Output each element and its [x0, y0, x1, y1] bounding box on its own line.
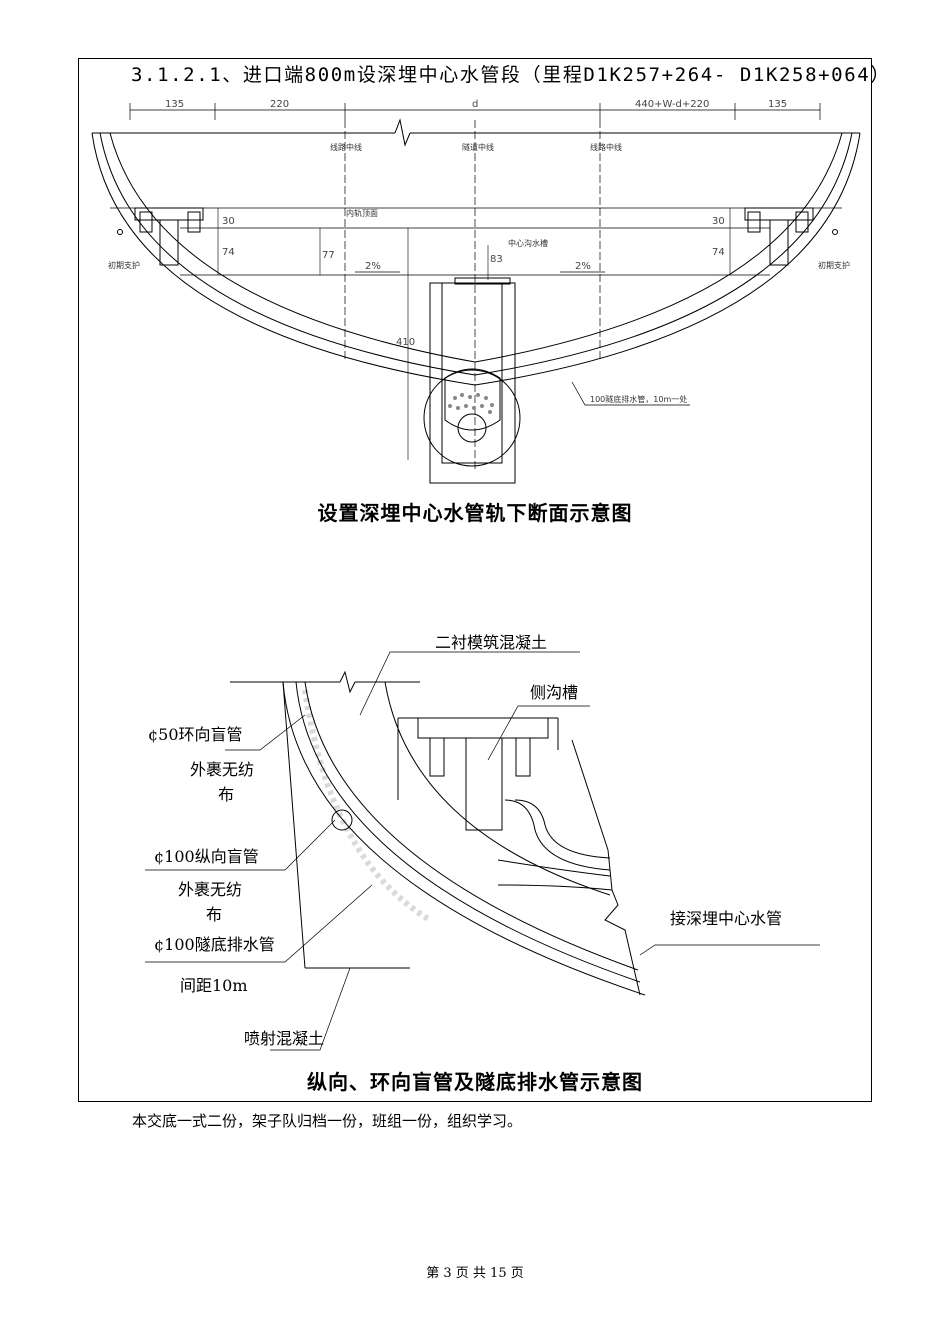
dim-220: 220 — [270, 99, 289, 110]
label-center-drain-groove: 中心沟水槽 — [508, 238, 548, 248]
label-shotcrete: 喷射混凝土 — [244, 1029, 324, 1048]
label-secondary-lining: 二衬模筑混凝土 — [435, 633, 547, 652]
label-tunnel-center: 隧道中线 — [462, 142, 494, 152]
label-ring-wrap-2: 布 — [218, 785, 234, 804]
section-heading: 3.1.2.1、进口端800m设深埋中心水管段（里程D1K257+264- D1… — [131, 64, 891, 86]
label-bottom-pipe: ¢100隧底排水管 — [154, 935, 275, 954]
label-long-blind-pipe: ¢100纵向盲管 — [154, 847, 259, 866]
dim-77: 77 — [322, 250, 335, 261]
diagram1-caption: 设置深埋中心水管轨下断面示意图 — [317, 501, 633, 525]
dim-74-left: 74 — [222, 247, 235, 258]
dim-410: 410 — [396, 337, 415, 348]
dim-30-left: 30 — [222, 216, 235, 227]
label-primary-support-right: 初期支护 — [818, 260, 850, 270]
dim-74-right: 74 — [712, 247, 725, 258]
label-ring-wrap: 外裹无纺 — [190, 760, 254, 779]
dim-d: d — [472, 99, 478, 110]
slope-left: 2% — [365, 261, 381, 272]
dim-440: 440+W-d+220 — [635, 99, 709, 110]
dim-135-right: 135 — [768, 99, 787, 110]
label-spacing: 间距10m — [180, 976, 248, 995]
label-line-center-left: 线路中线 — [330, 142, 362, 152]
label-side-ditch: 侧沟槽 — [530, 683, 578, 702]
label-long-wrap-2: 布 — [206, 905, 222, 924]
slope-right: 2% — [575, 261, 591, 272]
note-text: 本交底一式二份，架子队归档一份，班组一份，组织学习。 — [132, 1112, 523, 1130]
label-long-wrap: 外裹无纺 — [178, 880, 242, 899]
diagram2-caption: 纵向、环向盲管及隧底排水管示意图 — [307, 1070, 643, 1094]
label-ring-blind-pipe: ¢50环向盲管 — [148, 725, 243, 744]
dim-83: 83 — [490, 254, 503, 265]
label-bottom-drain: 100隧底排水管，10m一处 — [590, 394, 687, 404]
dim-30-right: 30 — [712, 216, 725, 227]
label-line-center-right: 线路中线 — [590, 142, 622, 152]
label-connect-center: 接深埋中心水管 — [670, 909, 782, 928]
page-footer: 第 3 页 共 15 页 — [426, 1266, 524, 1281]
label-primary-support-left: 初期支护 — [108, 260, 140, 270]
dim-135-left: 135 — [165, 99, 184, 110]
label-rail-surface: 内轨顶面 — [346, 208, 378, 218]
document-frame — [78, 58, 872, 1102]
